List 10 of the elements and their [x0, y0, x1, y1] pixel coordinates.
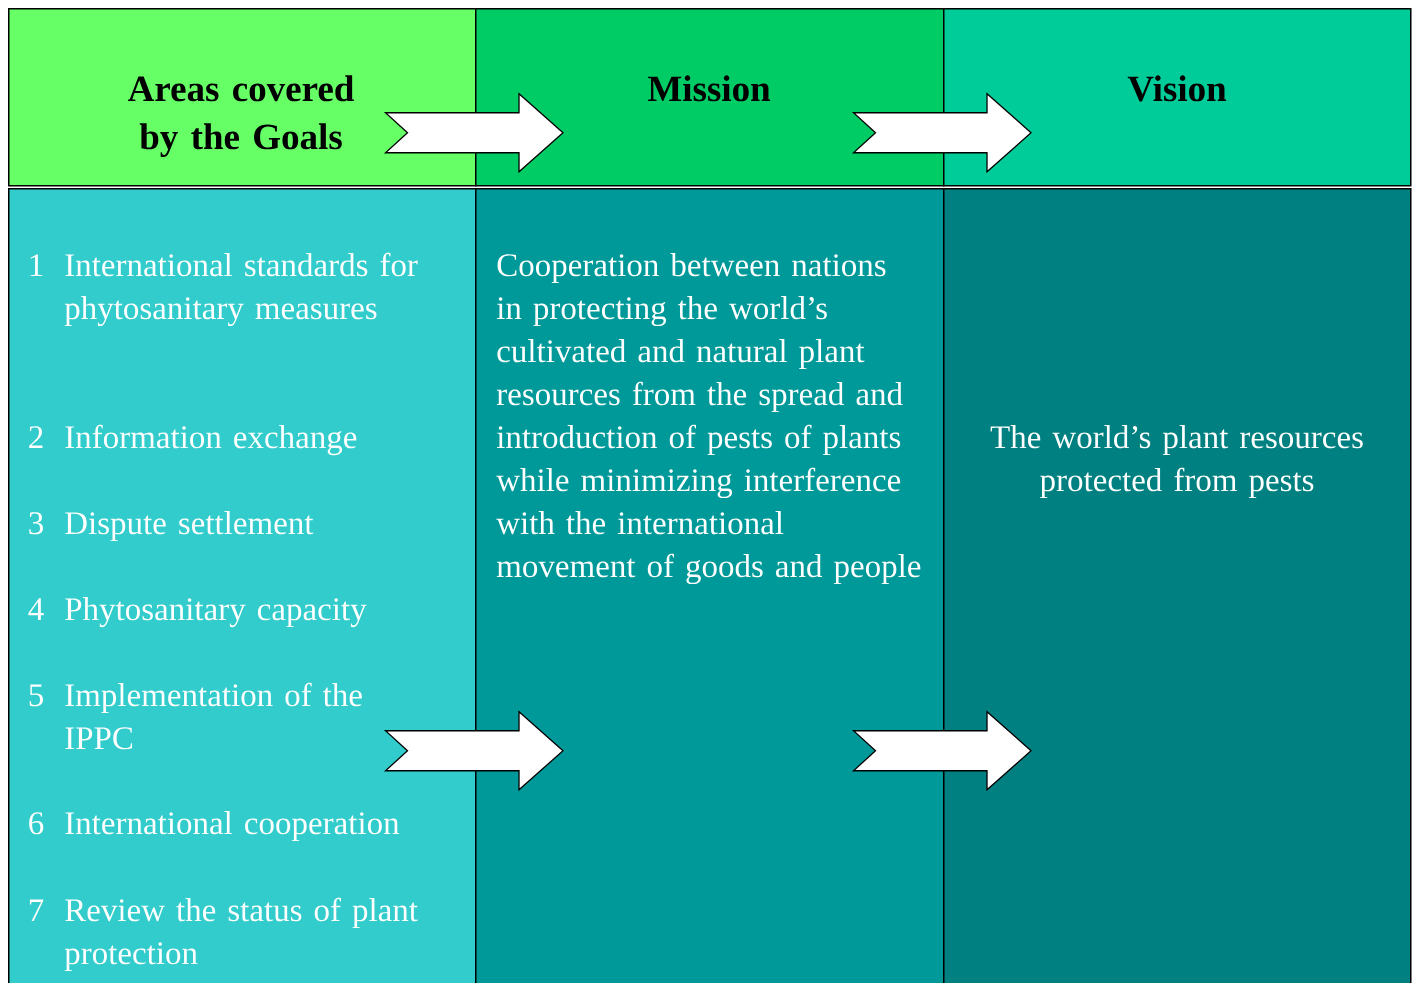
column-cell: 1 International standards for phytosanitary measures 2 Information exchange 3 Dispute settlement 4 Phytosanitary capacity 5 Implementation of the IPPC 6 International cooperation 7 Review the status of plant protection — [8, 188, 477, 983]
block-arrow — [383, 92, 564, 174]
block-arrow — [383, 710, 564, 792]
block-arrow — [851, 710, 1032, 792]
column-cell: The world’s plant resources protected from pests — [943, 188, 1412, 983]
header-cell: Vision — [943, 8, 1412, 187]
column-cell: Cooperation between nations in protecting the world’s cultivated and natural plant resources from the spread and introduction of pests of plants while minimizing interference with the international movement of goods and people — [475, 188, 945, 983]
header-cell: Mission — [475, 8, 945, 187]
block-arrow — [851, 92, 1032, 174]
header-cell: Areas covered by the Goals — [8, 8, 477, 187]
